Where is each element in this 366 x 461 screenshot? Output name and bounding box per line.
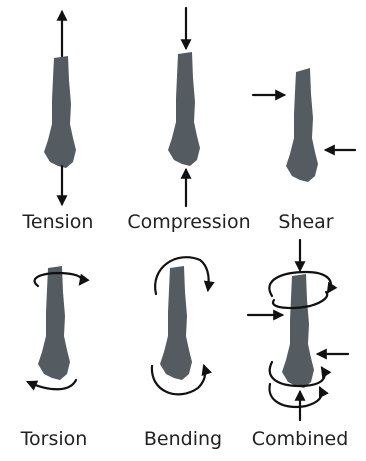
label-compression: Compression: [127, 211, 250, 233]
bone-icon: [38, 266, 70, 380]
compression-panel: Compression: [127, 8, 250, 233]
combined-panel: Combined: [248, 240, 348, 450]
bone-icon: [282, 274, 314, 388]
shear-panel: Shear: [253, 68, 355, 233]
label-shear: Shear: [278, 211, 333, 233]
bending-panel: Bending: [144, 257, 222, 450]
bone-icon: [286, 68, 318, 182]
bone-icon: [168, 52, 200, 166]
torsion-panel: Torsion: [20, 266, 88, 450]
curved-arrow-icon: [269, 384, 321, 407]
bone-icon: [160, 266, 192, 380]
label-torsion: Torsion: [20, 428, 88, 450]
label-bending: Bending: [144, 428, 222, 450]
label-tension: Tension: [22, 211, 94, 233]
bone-icon: [44, 56, 76, 168]
label-combined: Combined: [252, 428, 349, 450]
curved-arrow-icon: [28, 380, 76, 389]
tension-panel: Tension: [22, 12, 94, 233]
